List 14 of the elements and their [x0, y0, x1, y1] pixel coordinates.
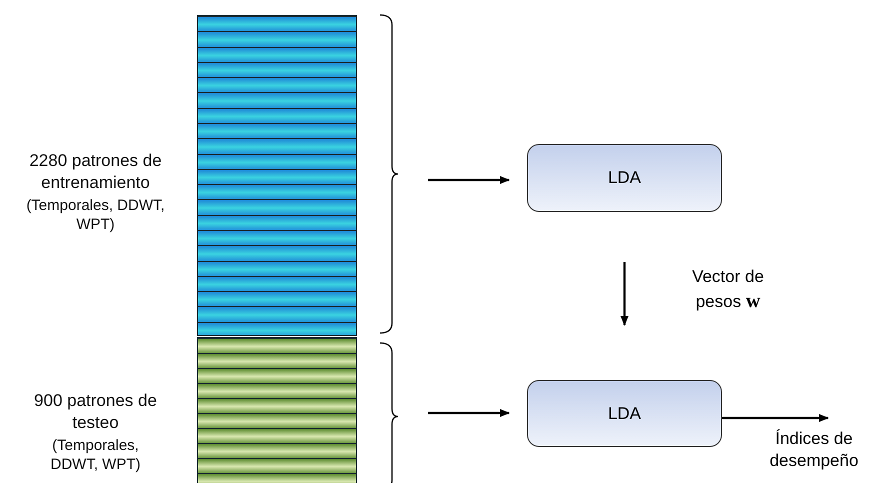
stack-subcaption: (Temporales, DDWT, WPT)	[25, 196, 166, 234]
arrow	[428, 176, 510, 184]
striped-bar-stack	[197, 15, 357, 336]
stack-subcaption: (Temporales, DDWT, WPT)	[50, 436, 142, 474]
arrow	[722, 414, 829, 422]
output-label: Índices de desempeño	[745, 420, 883, 476]
stack-caption: 2280 patrones de entrenamiento	[28, 150, 163, 194]
striped-bar-stack	[197, 337, 357, 483]
arrow	[428, 409, 510, 417]
edge-label: Vector de pesos w	[691, 266, 765, 314]
stack-caption: 900 patrones de testeo	[33, 390, 158, 434]
process-box: LDA	[527, 380, 722, 447]
arrow	[620, 262, 628, 326]
process-box: LDA	[527, 144, 722, 212]
